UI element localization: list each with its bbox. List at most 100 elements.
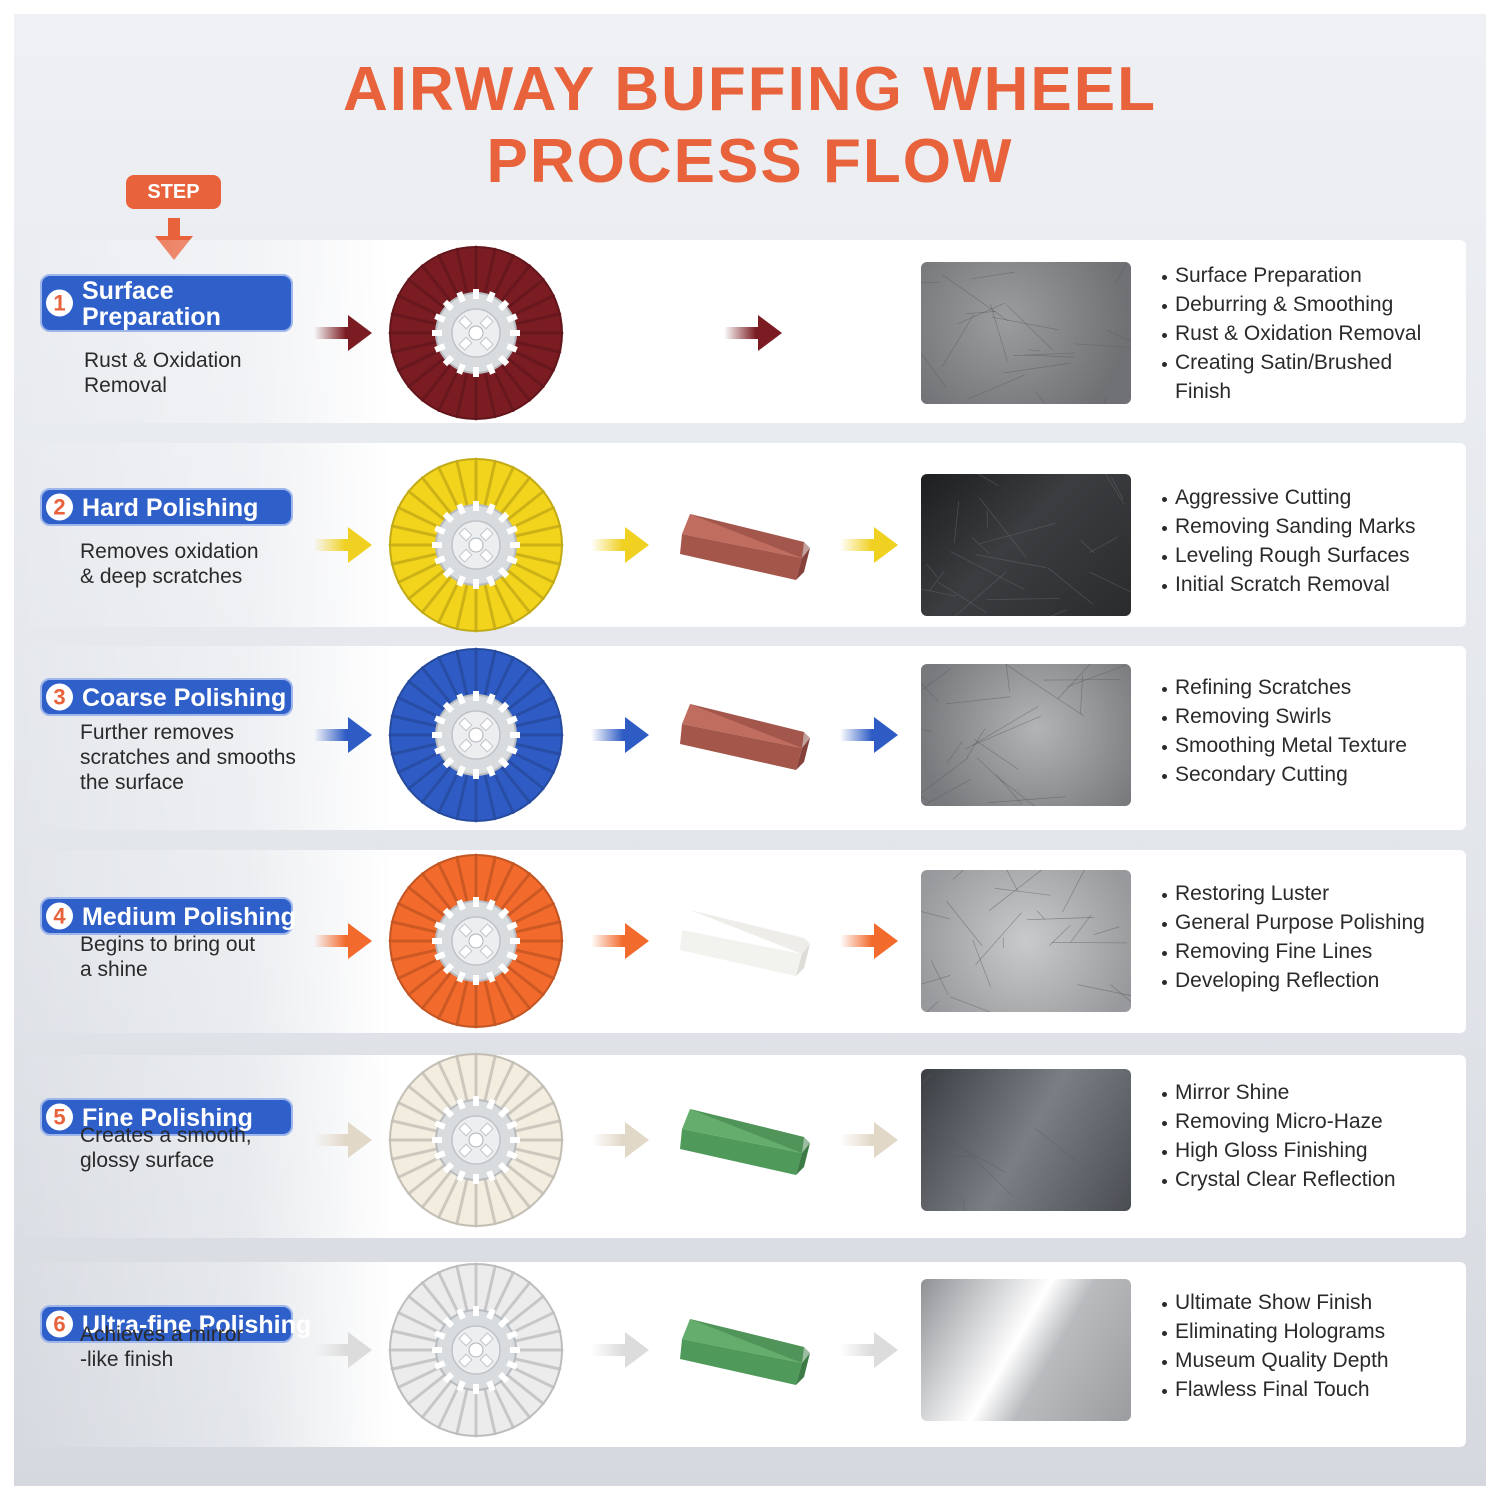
polishing-compound-bar-5	[680, 1109, 810, 1175]
title-line-2: PROCESS FLOW	[486, 127, 1014, 196]
finish-sample-3	[921, 664, 1131, 806]
benefit-item: Mirror Shine	[1162, 1078, 1472, 1107]
arrow-icon-3-c	[840, 717, 898, 753]
benefit-item: Refining Scratches	[1162, 673, 1472, 702]
step-title-line: Surface	[82, 277, 174, 305]
polishing-compound-bar-4	[680, 910, 810, 976]
step-description-line: Creates a smooth,	[80, 1124, 252, 1147]
arrow-icon-4-a	[314, 923, 372, 959]
step-title: Hard Polishing	[82, 494, 259, 522]
buffing-wheel-3	[388, 647, 564, 823]
benefit-item: Flawless Final Touch	[1162, 1375, 1472, 1404]
step-title: Fine Polishing	[82, 1104, 253, 1132]
step-description-line: the surface	[80, 771, 184, 794]
benefit-item: Creating Satin/Brushed	[1162, 348, 1472, 377]
buffing-wheel-2	[388, 457, 564, 633]
step-description-line: glossy surface	[80, 1149, 215, 1172]
benefit-item: Aggressive Cutting	[1162, 483, 1472, 512]
benefit-item: Developing Reflection	[1162, 966, 1472, 995]
arrow-icon-4-b	[591, 923, 649, 959]
benefit-item: Restoring Luster	[1162, 879, 1472, 908]
arrow-icon-6-a	[314, 1332, 372, 1368]
title-line-1: AIRWAY BUFFING WHEEL	[343, 55, 1157, 124]
benefit-item: Leveling Rough Surfaces	[1162, 541, 1472, 570]
step-number: 5	[46, 1103, 73, 1131]
benefit-item: Museum Quality Depth	[1162, 1346, 1472, 1375]
step-number: 3	[46, 683, 73, 711]
step-title: Ultra-fine Polishing	[82, 1311, 312, 1339]
benefit-item: General Purpose Polishing	[1162, 908, 1472, 937]
arrow-icon-3-a	[314, 717, 372, 753]
benefit-item: Removing Swirls	[1162, 702, 1472, 731]
step-description: Removes oxidation& deep scratches	[80, 539, 340, 589]
benefit-item: Rust & Oxidation Removal	[1162, 319, 1472, 348]
step-description: Achieves a mirror-like finish	[80, 1322, 340, 1372]
arrow-icon-5-b	[591, 1122, 649, 1158]
step-title: Coarse Polishing	[82, 684, 287, 712]
finish-sample-1	[921, 262, 1131, 404]
step-description-line: Rust & Oxidation	[84, 349, 242, 372]
benefit-item: Removing Fine Lines	[1162, 937, 1472, 966]
step-number: 6	[46, 1310, 73, 1338]
step-number: 2	[46, 493, 73, 521]
step-description-line: -like finish	[80, 1348, 174, 1371]
arrow-icon-1-a	[314, 315, 372, 351]
polishing-compound-bar-2	[680, 514, 810, 580]
step-badge: STEP	[126, 175, 221, 209]
benefit-item: Initial Scratch Removal	[1162, 570, 1472, 599]
step-description-line: & deep scratches	[80, 565, 243, 588]
arrow-icon-2-a	[314, 527, 372, 563]
arrow-icon-1-b	[724, 315, 782, 351]
arrow-icon-6-c	[840, 1332, 898, 1368]
step-title-pill: 5 Fine Polishing	[40, 1098, 293, 1136]
step-description-line: Achieves a mirror	[80, 1323, 244, 1346]
step-description-line: a shine	[80, 958, 148, 981]
buffing-wheel-6	[388, 1262, 564, 1438]
arrow-icon-5-c	[840, 1122, 898, 1158]
step-number: 4	[46, 902, 73, 930]
benefit-item: Ultimate Show Finish	[1162, 1288, 1472, 1317]
step-description-line: Removal	[84, 374, 167, 397]
benefit-item: Removing Sanding Marks	[1162, 512, 1472, 541]
arrow-icon-4-c	[840, 923, 898, 959]
arrow-icon-6-b	[591, 1332, 649, 1368]
benefit-item: Removing Micro-Haze	[1162, 1107, 1472, 1136]
buffing-wheel-4	[388, 853, 564, 1029]
benefit-item: Crystal Clear Reflection	[1162, 1165, 1472, 1194]
step-description: Creates a smooth,glossy surface	[80, 1123, 340, 1173]
arrow-icon-5-a	[314, 1122, 372, 1158]
benefit-item: Surface Preparation	[1162, 261, 1472, 290]
step-description-line: Removes oxidation	[80, 540, 259, 563]
buffing-wheel-1	[388, 245, 564, 421]
polishing-compound-bar-3	[680, 704, 810, 770]
step-description-line: scratches and smooths	[80, 746, 296, 769]
arrow-icon-2-b	[591, 527, 649, 563]
step-description-line: Begins to bring out	[80, 933, 256, 956]
polishing-compound-bar-6	[680, 1319, 810, 1385]
step-title-pill: 2 Hard Polishing	[40, 488, 293, 526]
finish-sample-4	[921, 870, 1131, 1012]
step-description-line: Further removes	[80, 721, 235, 744]
benefit-item: Finish	[1175, 379, 1232, 403]
step-title-line: Preparation	[82, 303, 221, 331]
finish-sample-6	[921, 1279, 1131, 1421]
benefit-item: Eliminating Holograms	[1162, 1317, 1472, 1346]
buffing-wheel-5	[388, 1052, 564, 1228]
step-title-pill: 6 Ultra-fine Polishing	[40, 1305, 312, 1343]
arrow-icon-2-c	[840, 527, 898, 563]
benefit-item: Smoothing Metal Texture	[1162, 731, 1472, 760]
benefit-item: High Gloss Finishing	[1162, 1136, 1472, 1165]
arrow-icon-3-b	[591, 717, 649, 753]
finish-sample-2	[921, 474, 1131, 616]
benefit-item: Secondary Cutting	[1162, 760, 1472, 789]
